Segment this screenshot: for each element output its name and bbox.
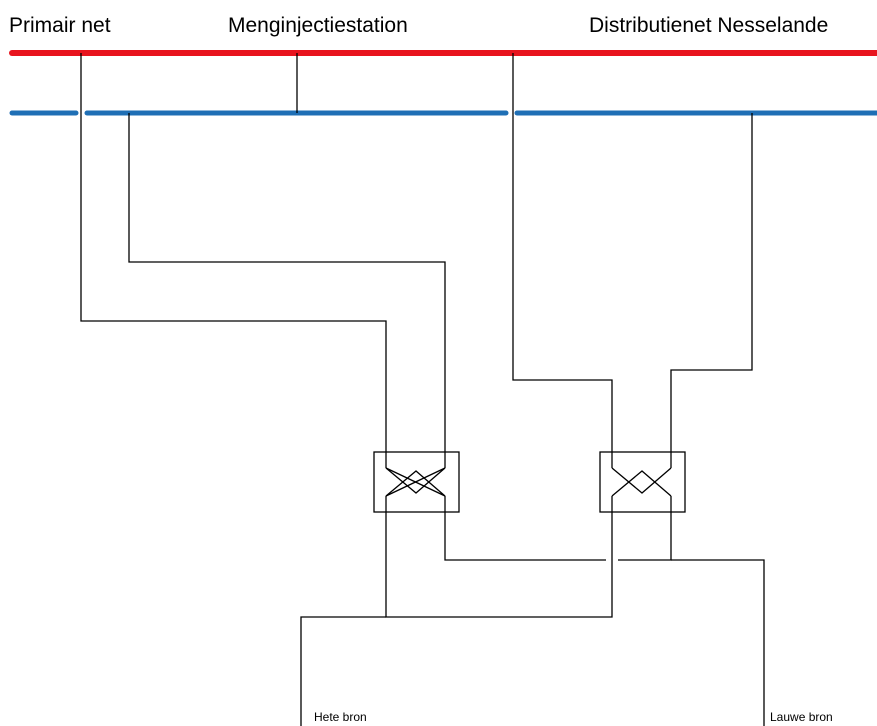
primary-supply-pipe bbox=[80, 53, 387, 452]
mixing-injection-station-label: Menginjectiestation bbox=[228, 14, 408, 37]
hot-source-feed-pipe bbox=[300, 616, 386, 726]
distribution-supply-pipe bbox=[512, 53, 613, 452]
lukewarm-source-label: Lauwe bron bbox=[770, 710, 833, 724]
lukewarm-source-pipe bbox=[671, 559, 765, 726]
heat-exchanger-left bbox=[373, 451, 460, 513]
distribution-network-label: Distributienet Nesselande bbox=[589, 14, 829, 37]
hot-source-pipe bbox=[385, 512, 613, 618]
distribution-return-pipe bbox=[670, 113, 753, 452]
exchanger-link-pipe bbox=[444, 512, 606, 561]
primary-return-pipe bbox=[128, 113, 446, 452]
primary-network-label: Primair net bbox=[9, 14, 111, 37]
heat-exchanger-right bbox=[599, 451, 686, 513]
hot-source-label: Hete bron bbox=[314, 710, 367, 724]
exchanger-link-pipe-continued bbox=[618, 512, 672, 561]
